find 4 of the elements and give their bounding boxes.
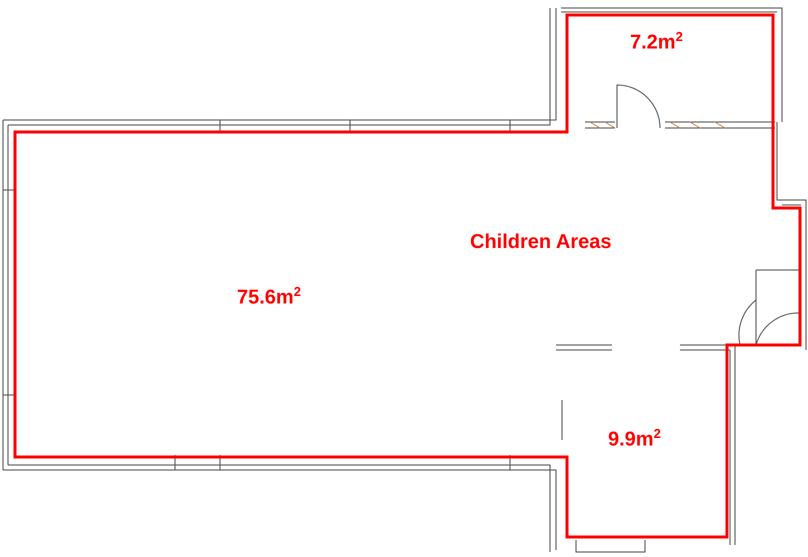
area-label: Children Areas bbox=[470, 232, 612, 252]
area-label: 75.6m$^{2}$ bbox=[237, 285, 301, 308]
area-label: 9.9m$^{2}$ bbox=[608, 427, 661, 450]
area-label: 7.2m$^{2}$ bbox=[630, 30, 683, 53]
